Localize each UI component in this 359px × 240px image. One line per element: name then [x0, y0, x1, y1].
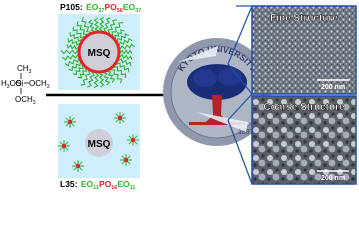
eo-chain: [119, 49, 133, 55]
tree-base: [189, 122, 245, 125]
eo-chain: [72, 64, 84, 76]
small-micelle: [72, 160, 84, 172]
coarse-structure-panel: Coarse Structure 200 nm: [251, 95, 357, 185]
fine-structure-title: Fine Structure: [270, 13, 338, 24]
h3co-group: H3CO: [1, 79, 22, 90]
po-core: [130, 137, 136, 143]
seal-year: 1897: [238, 129, 254, 136]
small-micelle: [120, 154, 132, 166]
eo-chain: [61, 54, 79, 61]
msq-particle-core: [85, 129, 113, 157]
eo-chain: [88, 19, 95, 32]
tree-trunk: [206, 95, 228, 122]
top-micelle: MSQ: [60, 16, 136, 89]
bottom-msq-label: MSQ: [88, 139, 111, 150]
tree-canopy-part: [218, 68, 242, 86]
eo-chain: [98, 16, 105, 32]
eo-chain: [106, 70, 116, 83]
eo-chain: [107, 19, 118, 35]
eo-chain: [80, 69, 91, 86]
connector-line: [227, 93, 253, 121]
connector-line: [227, 5, 253, 65]
eo-chain: [68, 61, 81, 72]
eo-chain: [69, 32, 83, 42]
eo-chain: [118, 53, 133, 61]
po-core: [117, 115, 123, 121]
eo-chain: [110, 69, 123, 84]
eo-chain: [76, 21, 88, 35]
small-micelle: [127, 134, 139, 146]
small-micelle: [114, 112, 126, 124]
small-micelles: [58, 112, 139, 172]
bottom-callout: [196, 112, 248, 132]
eo-chain: [103, 17, 111, 33]
eo-chain: [67, 38, 81, 47]
university-seal: KYOTO UNIVERSITY 1897: [163, 38, 271, 146]
connector-line: [227, 63, 253, 95]
connector-line: [227, 119, 253, 185]
po-core: [67, 119, 73, 125]
eo-chain: [118, 37, 133, 47]
p105-label: P105: EO37PO56EO37: [60, 2, 141, 14]
och3-right-group: OCH3: [29, 79, 50, 90]
eo-chain: [66, 44, 80, 51]
small-micelle: [64, 116, 76, 128]
silicon-atom: Si: [16, 79, 23, 88]
po-core: [123, 157, 129, 163]
eo-chain: [114, 29, 125, 40]
eo-chain: [103, 72, 111, 86]
mtms-molecule: CH3 H3CO Si OCH3 OCH3: [1, 64, 50, 106]
eo-chain: [117, 33, 129, 43]
eo-chain: [117, 58, 132, 67]
eo-corona: [60, 16, 136, 89]
coarse-structure-title: Coarse Structure: [263, 102, 345, 113]
po-core: [75, 163, 81, 169]
top-callout: [178, 46, 218, 62]
msq-particle-core: [77, 30, 121, 74]
eo-chain: [81, 17, 92, 34]
bottom-micelle-group: MSQ: [58, 112, 139, 172]
eo-chain: [60, 49, 79, 55]
eo-chain: [77, 67, 88, 79]
scale-label: 200 nm: [321, 175, 345, 182]
top-msq-label: MSQ: [88, 48, 111, 59]
ch3-group: CH3: [17, 64, 32, 75]
eo-chain: [119, 43, 136, 50]
eo-chain: [98, 72, 105, 88]
figure-canvas: P105: EO37PO56EO37 MSQ MSQ L35: EO11PO16…: [1, 2, 357, 189]
scale-label: 200 nm: [321, 84, 345, 91]
small-micelle: [58, 140, 70, 152]
fine-structure-panel: Fine Structure 200 nm: [251, 5, 357, 95]
po-core: [61, 143, 67, 149]
eo-chain: [93, 17, 100, 32]
eo-chain: [64, 57, 80, 67]
l35-label: L35: EO11PO16EO11: [60, 179, 135, 189]
eo-chain: [115, 62, 130, 73]
eo-chain: [87, 71, 95, 88]
eo-chain: [72, 26, 85, 39]
tree-canopy-part: [193, 69, 217, 87]
eo-chain: [113, 66, 127, 79]
och3-bottom-group: OCH3: [15, 95, 36, 106]
eo-chain: [111, 22, 124, 37]
sem-image-coarse: [251, 95, 357, 185]
eo-chain: [93, 72, 100, 89]
